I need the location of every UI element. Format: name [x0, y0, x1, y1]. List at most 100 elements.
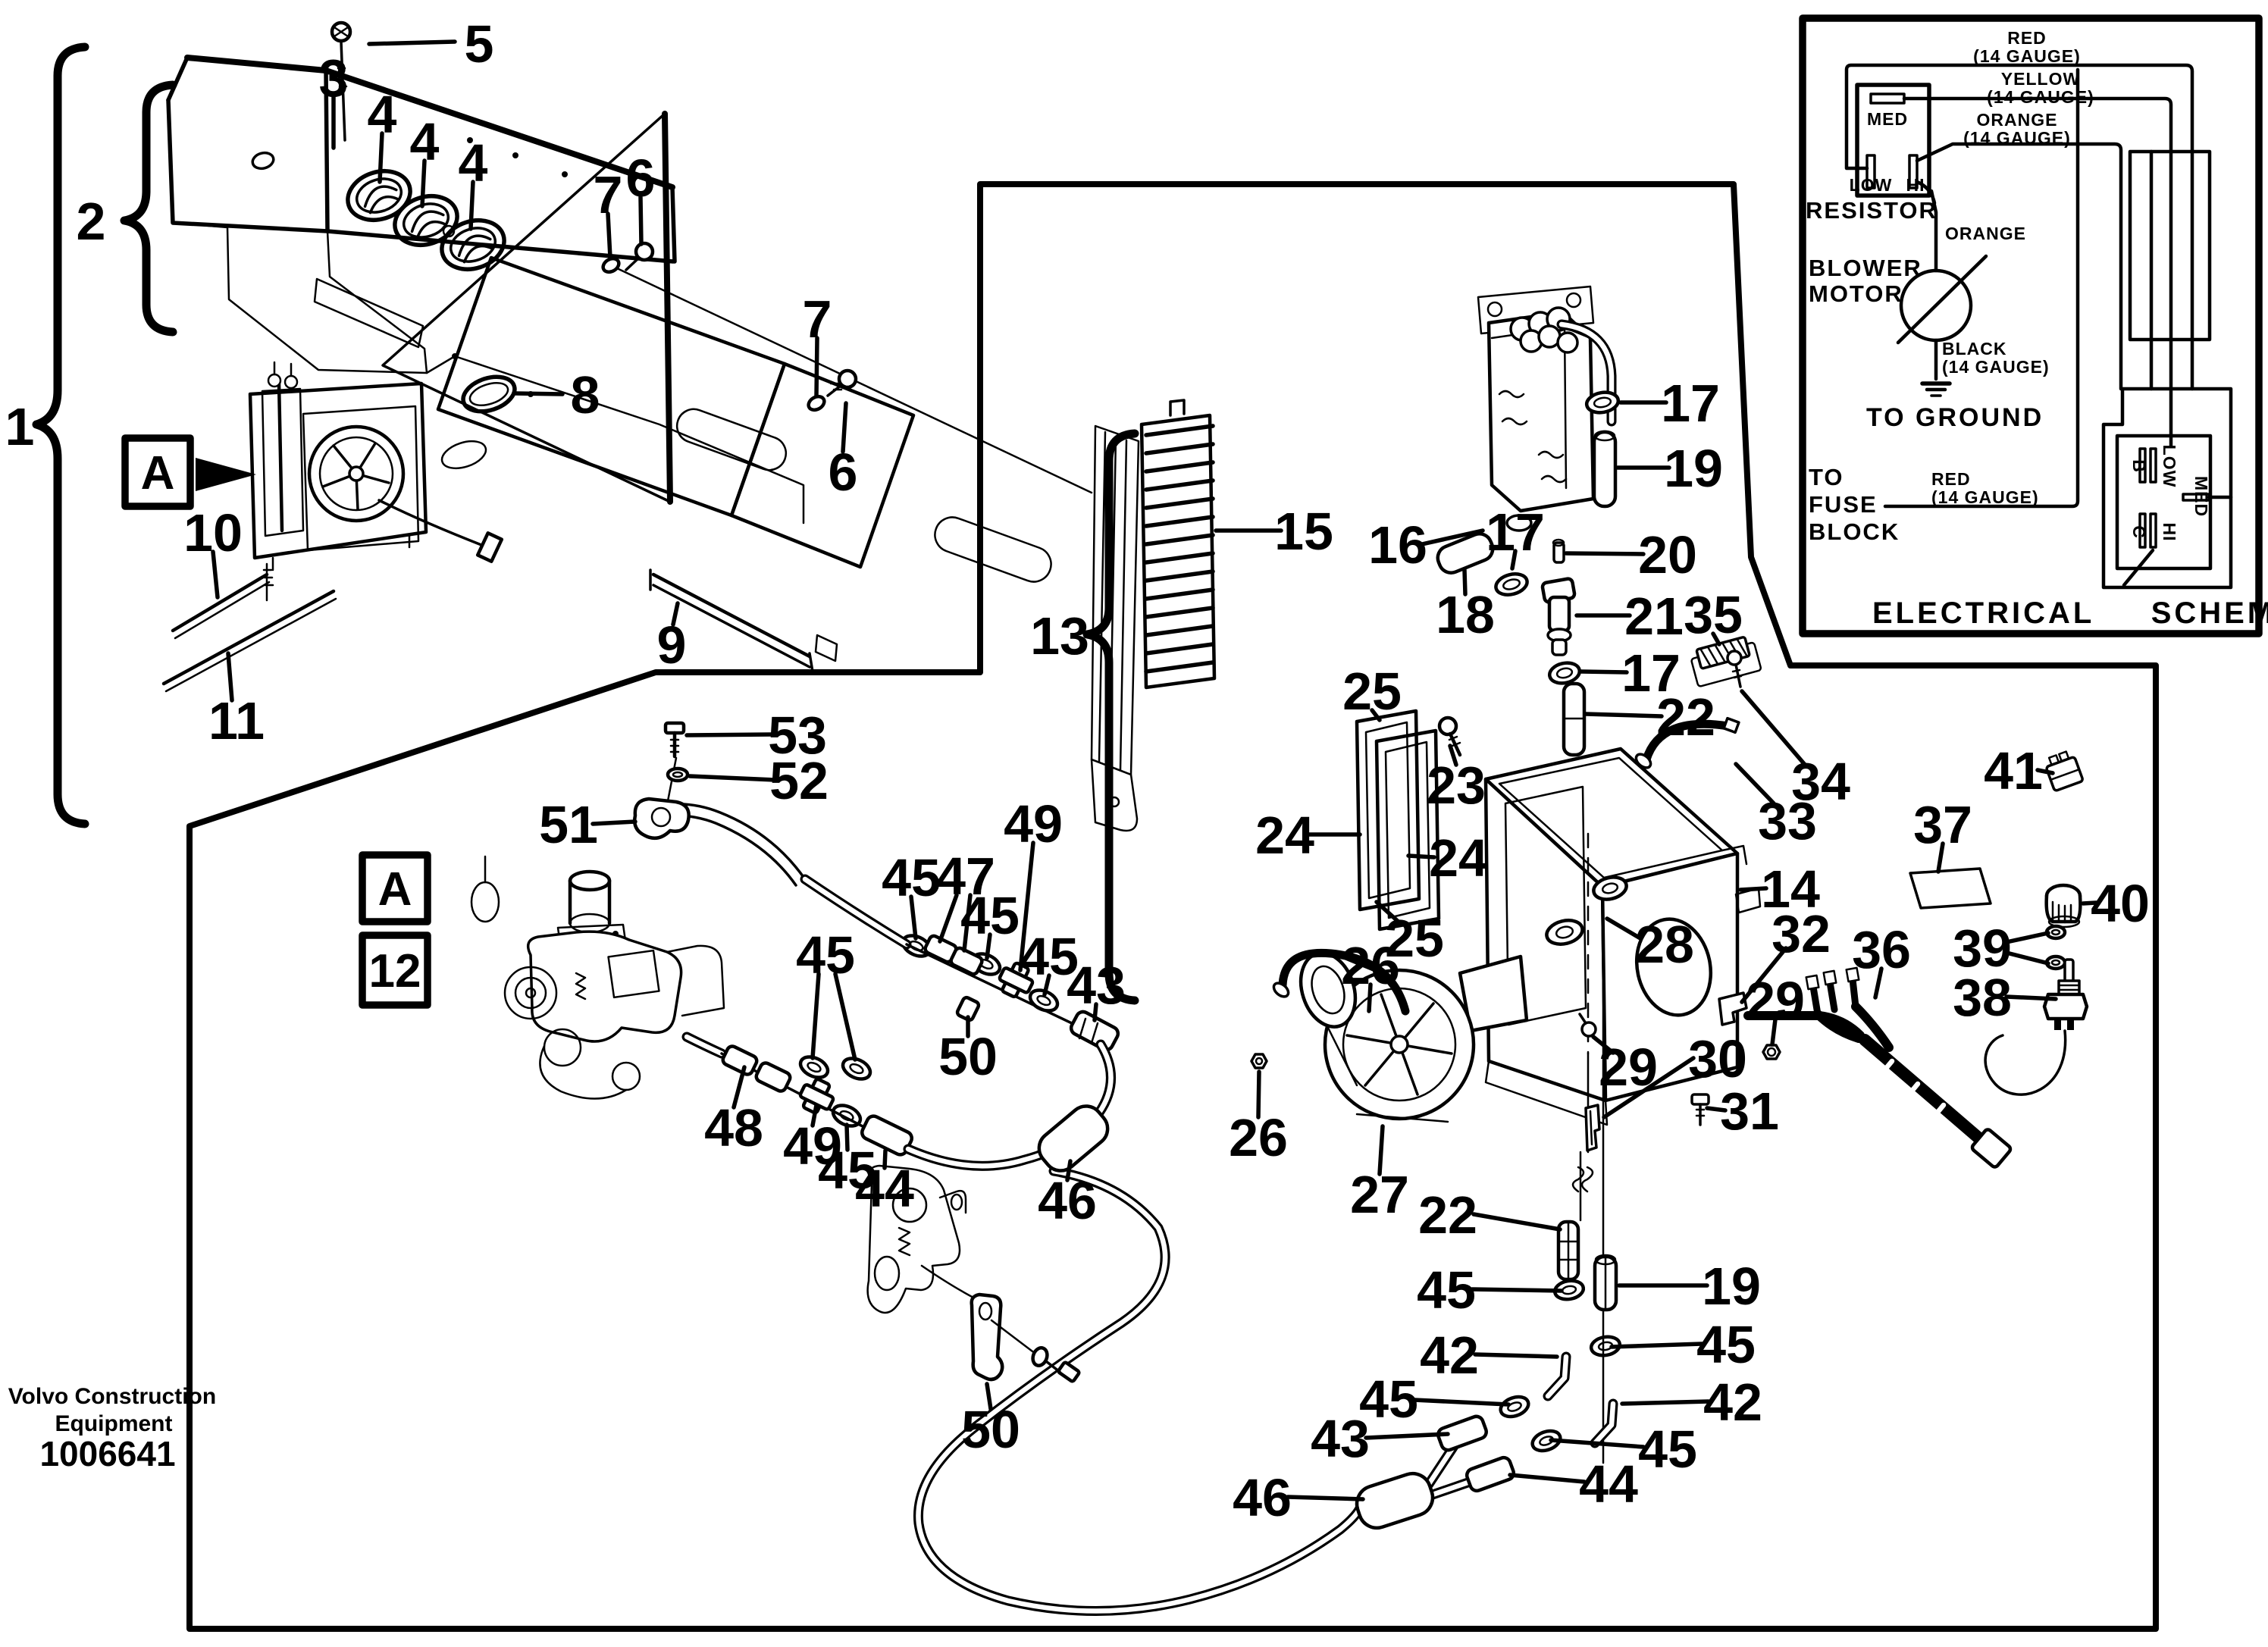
- callout-leader: [1092, 1002, 1098, 1022]
- schematic-label-19: RED: [1931, 469, 1971, 489]
- engine-inset-drawing: [470, 756, 807, 1100]
- footer-brand-line1: Volvo Construction: [8, 1384, 216, 1409]
- callout-number: 6: [626, 149, 656, 208]
- callout-number: 1: [5, 397, 35, 456]
- callout-leader: [1471, 1212, 1562, 1232]
- callout-46-77: 46: [1233, 1468, 1365, 1527]
- footer-doc-number: 1006641: [39, 1434, 175, 1473]
- callout-number: 23: [1427, 756, 1486, 815]
- callout-number: 49: [1004, 794, 1063, 853]
- detail-box-label: A: [378, 863, 412, 916]
- callout-leader: [211, 550, 220, 600]
- schematic-drawing: [1844, 63, 2233, 590]
- callout-number: 41: [1984, 741, 2043, 800]
- callout-4-5: 4: [368, 85, 397, 184]
- schematic-label-0: RED: [2007, 28, 2047, 48]
- detail-box-label: A: [141, 447, 175, 499]
- callout-17-25: 17: [1579, 643, 1681, 703]
- callout-leader: [590, 819, 637, 826]
- schematic-label-14: (14 GAUGE): [1942, 357, 2050, 377]
- callout-leader: [1448, 744, 1458, 767]
- detail-box-label: 12: [369, 945, 421, 997]
- callout-49-62: 49: [783, 1103, 842, 1176]
- callout-leader: [1286, 1495, 1365, 1501]
- dash-grille-drawing: [436, 255, 916, 569]
- callout-leader: [688, 774, 777, 782]
- callout-number: 7: [594, 165, 623, 224]
- heater-unit-drawing: [248, 361, 504, 602]
- upper-fitting-chain-drawing: [800, 874, 1120, 1052]
- callout-41-45: 41: [1984, 741, 2055, 800]
- callout-number: 45: [796, 925, 855, 985]
- callout-44-64: 44: [855, 1148, 914, 1218]
- callout-19-19: 19: [1615, 439, 1723, 498]
- grille-15-drawing: [1139, 399, 1217, 690]
- callout-number: 17: [1486, 503, 1545, 562]
- callout-leader: [2004, 931, 2050, 944]
- callout-leader: [367, 39, 457, 46]
- callout-3-4: 3: [319, 49, 349, 150]
- callout-leader: [1510, 549, 1518, 571]
- callout-45-68: 45: [1417, 1260, 1564, 1320]
- callout-number: 19: [1664, 439, 1723, 498]
- callout-number: 52: [769, 751, 829, 810]
- schematic-label-6: MED: [1867, 109, 1908, 129]
- callout-number: 45: [1696, 1315, 1756, 1374]
- callout-number: 40: [2091, 874, 2150, 933]
- callout-leader: [513, 391, 565, 396]
- bottom-engine-drawing: [866, 1164, 981, 1314]
- callout-number: 4: [410, 112, 440, 171]
- callout-2-1: 2: [77, 192, 106, 251]
- callout-leader: [1377, 1124, 1385, 1176]
- callout-number: 2: [77, 192, 106, 251]
- elbow-21-drawing: [1540, 577, 1577, 656]
- callout-leader: [606, 211, 612, 260]
- callout-leader: [1873, 966, 1884, 1000]
- footer-brand-line2: Equipment: [55, 1411, 173, 1436]
- callout-number: 4: [368, 85, 397, 144]
- callout-45-63: 45: [818, 1123, 877, 1200]
- callout-leader: [962, 893, 973, 953]
- schematic-label-16: TO: [1809, 464, 1844, 490]
- callout-number: 26: [1229, 1108, 1288, 1167]
- schematic-label-9: RESISTOR: [1806, 197, 1938, 224]
- callout-43-74: 43: [1311, 1409, 1450, 1468]
- callout-19-69: 19: [1617, 1257, 1761, 1316]
- detail-box-a-0: A: [121, 434, 256, 510]
- callout-leader: [1462, 568, 1468, 596]
- schematic-label-11: BLOWER: [1809, 255, 1922, 281]
- bolt-53-drawing: [663, 721, 686, 759]
- callout-leader: [1605, 916, 1643, 941]
- callout-leader: [841, 401, 848, 454]
- schematic-label-17: FUSE: [1809, 491, 1878, 518]
- callout-29-39: 29: [1746, 971, 1805, 1047]
- callout-45-58: 45: [1020, 927, 1079, 997]
- knob-40-drawing: [2044, 883, 2082, 928]
- callout-45-70: 45: [1609, 1315, 1756, 1374]
- schematic-label-25: HI: [2160, 523, 2179, 542]
- callout-leader: [1367, 982, 1373, 1013]
- callout-leader: [1412, 1398, 1511, 1407]
- callout-21-23: 21: [1574, 587, 1684, 646]
- callout-leader: [1473, 1352, 1559, 1359]
- callout-45-53: 45: [796, 925, 857, 1062]
- callout-36-42: 36: [1852, 920, 1911, 1000]
- callout-number: 45: [960, 886, 1020, 945]
- callout-number: 3: [319, 49, 349, 108]
- callout-4-7: 4: [459, 133, 488, 231]
- callout-number: 44: [855, 1159, 914, 1218]
- callout-52-51: 52: [688, 751, 829, 810]
- callout-number: 13: [1030, 606, 1089, 665]
- schematic-label-21: B: [2129, 459, 2149, 473]
- callout-27-43: 27: [1350, 1124, 1409, 1224]
- callout-34-27: 34: [1740, 689, 1850, 811]
- callout-leader: [226, 651, 234, 703]
- callout-42-72: 42: [1620, 1373, 1762, 1432]
- callout-number: 17: [1661, 374, 1720, 433]
- brace-group-13: [1082, 429, 1139, 1005]
- callout-24-32: 24: [1406, 828, 1488, 888]
- callout-35-24: 35: [1684, 585, 1743, 647]
- callout-number: 25: [1342, 662, 1402, 721]
